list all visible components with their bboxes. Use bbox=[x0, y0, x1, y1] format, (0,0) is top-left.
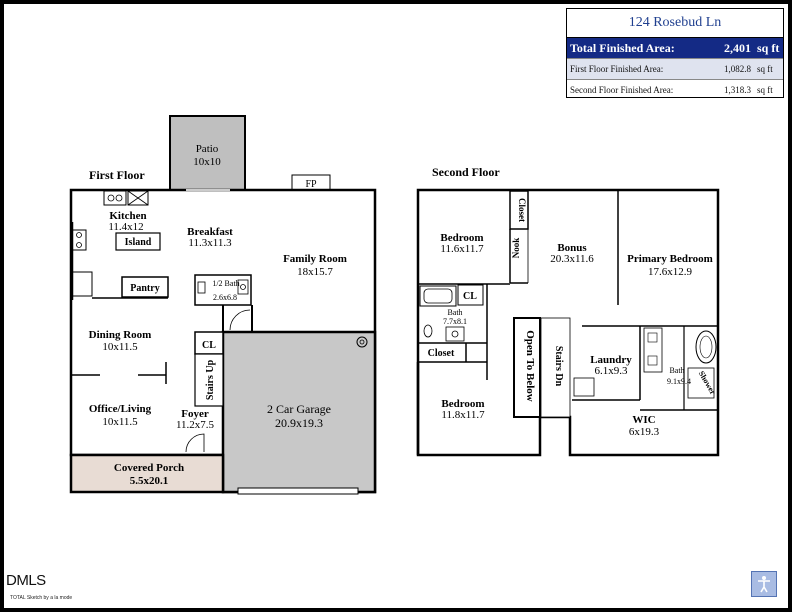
pantry bbox=[121, 276, 169, 298]
wic-label: WIC bbox=[632, 414, 655, 426]
stove-icon bbox=[71, 229, 87, 251]
bedroom1-size: 11.6x11.7 bbox=[440, 243, 484, 255]
open-to-below-label: Open To Below bbox=[524, 330, 536, 402]
half-bath-size: 2.6x6.8 bbox=[213, 293, 237, 302]
bathtub-icon bbox=[419, 285, 457, 307]
stairs-down-label: Stairs Dn bbox=[553, 346, 564, 387]
wic-size: 6x19.3 bbox=[629, 426, 660, 438]
kitchen-label: Kitchen bbox=[109, 210, 146, 222]
total-area-row: Total Finished Area: 2,401 sq ft bbox=[567, 38, 783, 58]
shower-icon bbox=[687, 367, 715, 399]
breakfast-size: 11.3x11.3 bbox=[188, 237, 232, 249]
accessibility-icon[interactable] bbox=[751, 571, 777, 597]
bath-closet bbox=[457, 284, 484, 306]
bedroom1-label: Bedroom bbox=[440, 232, 483, 244]
garage-label: 2 Car Garage bbox=[267, 402, 331, 416]
hall-closet-label: Closet bbox=[428, 348, 455, 359]
area-info-box: 124 Rosebud Ln Total Finished Area: 2,40… bbox=[566, 8, 784, 98]
first-floor-area-unit: sq ft bbox=[757, 64, 773, 74]
porch-size: 5.5x20.1 bbox=[130, 475, 169, 487]
patio-label: Patio bbox=[196, 143, 219, 155]
bedroom2-size: 11.8x11.7 bbox=[441, 409, 485, 421]
primary-bedroom-label: Primary Bedroom bbox=[627, 253, 713, 265]
bonus-label: Bonus bbox=[557, 242, 587, 254]
bath1-toilet-icon bbox=[423, 324, 433, 338]
foyer-size: 11.2x7.5 bbox=[176, 419, 215, 431]
total-area-value: 2,401 bbox=[724, 41, 751, 55]
property-address: 124 Rosebud Ln bbox=[567, 9, 783, 38]
family-room-size: 18x15.7 bbox=[297, 266, 333, 278]
bath1-label: Bath bbox=[447, 308, 462, 317]
first-floor-area-value: 1,082.8 bbox=[724, 64, 751, 74]
porch-label: Covered Porch bbox=[114, 462, 184, 474]
stairs-up-label: Stairs Up bbox=[205, 359, 216, 400]
nook-label: Nook bbox=[511, 238, 521, 259]
brand-logo: DMLS bbox=[6, 572, 46, 589]
dining-room-size: 10x11.5 bbox=[102, 341, 138, 353]
island-label: Island bbox=[125, 237, 152, 248]
pantry-label: Pantry bbox=[130, 283, 159, 294]
first-floor-title: First Floor bbox=[89, 168, 145, 182]
vertical-closet bbox=[509, 190, 529, 230]
water-heater-icon bbox=[356, 336, 368, 348]
second-floor-title: Second Floor bbox=[432, 165, 500, 179]
laundry-size: 6.1x9.3 bbox=[595, 365, 629, 377]
fireplace-label: FP bbox=[305, 179, 317, 190]
first-floor-area-row: First Floor Finished Area: 1,082.8 sq ft bbox=[567, 58, 783, 79]
bath1-vanity-icon bbox=[445, 326, 465, 342]
first-floor-area-label: First Floor Finished Area: bbox=[570, 64, 664, 74]
washer-icon bbox=[573, 377, 595, 397]
bath2-label: Bath bbox=[669, 366, 684, 375]
primary-bedroom-size: 17.6x12.9 bbox=[648, 266, 693, 278]
vertical-closet-label: Closet bbox=[517, 198, 527, 222]
laundry-label: Laundry bbox=[590, 354, 632, 366]
second-floor-area-value: 1,318.3 bbox=[724, 85, 751, 95]
open-to-below bbox=[513, 317, 541, 418]
bath-closet-label: CL bbox=[463, 291, 477, 302]
second-floor-area-row: Second Floor Finished Area: 1,318.3 sq f… bbox=[567, 79, 783, 100]
freestanding-tub-icon bbox=[695, 330, 717, 364]
second-floor-area-unit: sq ft bbox=[757, 85, 773, 95]
foyer-label: Foyer bbox=[181, 408, 209, 420]
family-room-label: Family Room bbox=[283, 253, 347, 265]
second-floor-area-label: Second Floor Finished Area: bbox=[570, 85, 674, 95]
dining-room-label: Dining Room bbox=[89, 329, 152, 341]
closet-label: CL bbox=[202, 340, 216, 351]
garage-door bbox=[237, 487, 359, 495]
vanity-icon bbox=[237, 279, 249, 295]
garage-size: 20.9x19.3 bbox=[275, 416, 323, 430]
bath1-size: 7.7x8.1 bbox=[443, 317, 467, 326]
sketch-credit: TOTAL Sketch by a la mode bbox=[10, 595, 73, 601]
stairs-down bbox=[540, 317, 571, 418]
toilet-icon bbox=[197, 281, 206, 294]
refrigerator-icon bbox=[71, 271, 93, 297]
office-label: Office/Living bbox=[89, 403, 152, 415]
total-area-label: Total Finished Area: bbox=[570, 41, 675, 55]
bedroom2-label: Bedroom bbox=[441, 398, 484, 410]
total-area-unit: sq ft bbox=[757, 41, 780, 55]
garage-area bbox=[221, 330, 377, 494]
sink-icon bbox=[103, 190, 127, 206]
bonus-size: 20.3x11.6 bbox=[550, 253, 594, 265]
kitchen-island bbox=[115, 232, 161, 251]
front-door-swing bbox=[185, 433, 205, 453]
porch-area bbox=[69, 453, 225, 494]
half-bath-label: 1/2 Bath bbox=[212, 279, 239, 288]
kitchen-size: 11.4x12 bbox=[108, 221, 143, 233]
patio-size: 10x10 bbox=[193, 156, 221, 168]
bath2-size: 9.1x9.4 bbox=[667, 377, 691, 386]
stairs-up bbox=[194, 353, 224, 407]
breakfast-label: Breakfast bbox=[187, 226, 233, 238]
office-size: 10x11.5 bbox=[102, 416, 138, 428]
